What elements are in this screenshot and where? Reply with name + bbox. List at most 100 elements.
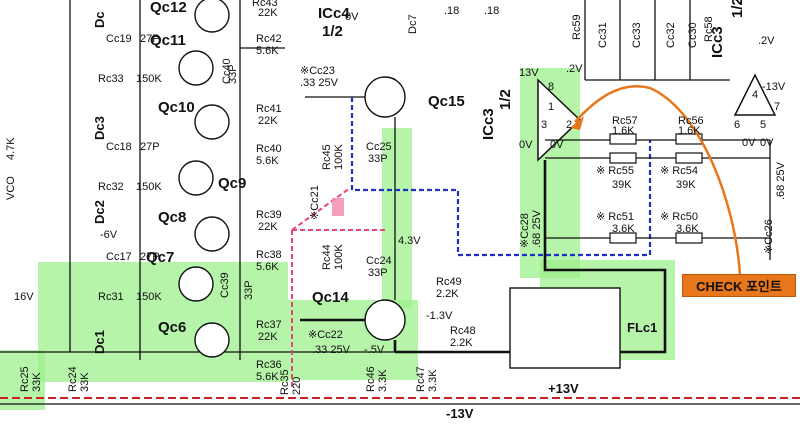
label-rc41-val: 22K — [258, 115, 278, 127]
label-cc17: Cc17 — [106, 251, 132, 263]
label-cc28-val: .68 25V — [531, 209, 543, 248]
label-icc3-left-half: 1/2 — [497, 89, 514, 110]
label-cc26-val: .68 25V — [775, 161, 787, 200]
label-rail-minus13: -13V — [446, 406, 474, 421]
label-rc40-val: 5.6K — [256, 155, 279, 167]
label-rc42-val: 5.6K — [256, 45, 279, 57]
rc57-symbol — [609, 133, 637, 145]
label-rc38-val: 5.6K — [256, 261, 279, 273]
label-dc3: Dc3 — [92, 116, 107, 140]
label-rc40: Rc40 — [256, 143, 282, 155]
label-v-0-icc3: 0V — [519, 139, 533, 151]
label-rc50: ※ Rc50 — [660, 211, 698, 223]
label-cc30: Cc30 — [687, 22, 699, 48]
callout-arrow — [574, 85, 742, 276]
label-icc4: ICc4 — [318, 5, 350, 22]
label-rc57-val: 1.6K — [612, 125, 635, 137]
label-rc44-val: 100K — [333, 244, 345, 270]
label-v-2-right: .2V — [758, 35, 775, 47]
label-cc32: Cc32 — [665, 22, 677, 48]
label-rc31-val: 150K — [136, 291, 162, 303]
qc14-symbol — [364, 299, 406, 341]
label-cc31: Cc31 — [597, 22, 609, 48]
rc50-symbol — [675, 232, 703, 244]
label-cc18: Cc18 — [106, 141, 132, 153]
label-rc50-val: 3.6K — [676, 223, 699, 235]
top-capacitor-bank — [584, 0, 730, 81]
label-cc22-val: .33 25V — [312, 344, 351, 356]
qc10-symbol — [194, 104, 230, 140]
label-dc7: Dc7 — [407, 14, 419, 34]
label-rc54: ※ Rc54 — [660, 165, 698, 177]
label-rc33-val: 150K — [136, 73, 162, 85]
label-rc42: Rc42 — [256, 33, 282, 45]
label-pin-6: 6 — [734, 119, 740, 131]
label-v-2-icc3: .2V — [566, 63, 583, 75]
label-cc23-val: .33 25V — [300, 77, 339, 89]
label-icc3-right: ICc3 — [709, 26, 726, 58]
label-pin-2: 2 — [566, 119, 572, 131]
resistor-network — [545, 133, 771, 260]
label-rc35-val: 220 — [291, 377, 303, 395]
label-rc43: Rc43 — [252, 0, 278, 9]
label-rc49-val: 2.2K — [436, 288, 459, 300]
label-cc39-val: 33P — [243, 280, 255, 300]
label-pin-3: 3 — [541, 119, 547, 131]
label-rc36: Rc36 — [256, 359, 282, 371]
label-qc14: Qc14 — [312, 289, 349, 306]
label-rc32-val: 150K — [136, 181, 162, 193]
label-v-0-r2: 0V — [760, 137, 774, 149]
label-cc19-val: 27P — [140, 33, 160, 45]
label-cc25-val: 33P — [368, 153, 388, 165]
transistor-ladder — [139, 0, 285, 360]
rc54-symbol — [675, 152, 703, 164]
label-dc2: Dc2 — [92, 200, 107, 224]
pink-marker — [332, 198, 344, 216]
label-pin-5: 5 — [760, 119, 766, 131]
label-rc56: Rc56 — [678, 115, 704, 127]
label-v-0-top: 0V — [345, 11, 359, 23]
label-rc51: ※ Rc51 — [596, 211, 634, 223]
icc3-output-bold — [543, 160, 667, 354]
label-rc44: Rc44 — [321, 244, 333, 270]
label-cc18-val: 27P — [140, 141, 160, 153]
label-rc45: Rc45 — [321, 144, 333, 170]
label-cc21: ※Cc21 — [309, 185, 321, 220]
label-cc19: Cc19 — [106, 33, 132, 45]
label-icc3-left: ICc3 — [480, 108, 497, 140]
qc12-symbol — [194, 0, 230, 33]
label-cc23: ※Cc23 — [300, 65, 335, 77]
label-rc46: Rc46 — [365, 366, 377, 392]
label-flc1: FLc1 — [627, 320, 657, 335]
label-rc31: Rc31 — [98, 291, 124, 303]
label-qc9: Qc9 — [218, 175, 246, 192]
label-rc45-val: 100K — [333, 144, 345, 170]
dashed-route-pink-up — [291, 187, 351, 231]
label-qc10: Qc10 — [158, 99, 195, 116]
label-qc12: Qc12 — [150, 0, 187, 16]
label-rc49: Rc49 — [436, 276, 462, 288]
label-rc25-val: 33K — [31, 372, 43, 392]
label-rc36-val: 5.6K — [256, 371, 279, 383]
qc8-symbol — [194, 216, 230, 252]
label-rc47-val: 3.3K — [427, 369, 439, 392]
label-rc57: Rc57 — [612, 115, 638, 127]
label-pin-1: 1 — [548, 101, 554, 113]
rc56-symbol — [675, 133, 703, 145]
label-cc25: Cc25 — [366, 141, 392, 153]
highlight-left-edge — [0, 350, 45, 410]
label-icc3-right-half: 1/2 — [729, 0, 746, 18]
label-rc41: Rc41 — [256, 103, 282, 115]
label-rc39-val: 22K — [258, 221, 278, 233]
label-rc32: Rc32 — [98, 181, 124, 193]
label-v-minus13-right: -13V — [762, 81, 786, 93]
label-cc40-val: 33P — [227, 64, 239, 84]
label-v-4-3: 4.3V — [398, 235, 421, 247]
label-qc15: Qc15 — [428, 93, 465, 110]
label-rc54-val: 39K — [676, 179, 696, 191]
label-pin-8: 8 — [548, 81, 554, 93]
label-rc24: Rc24 — [67, 366, 79, 392]
label-cc33: Cc33 — [631, 22, 643, 48]
